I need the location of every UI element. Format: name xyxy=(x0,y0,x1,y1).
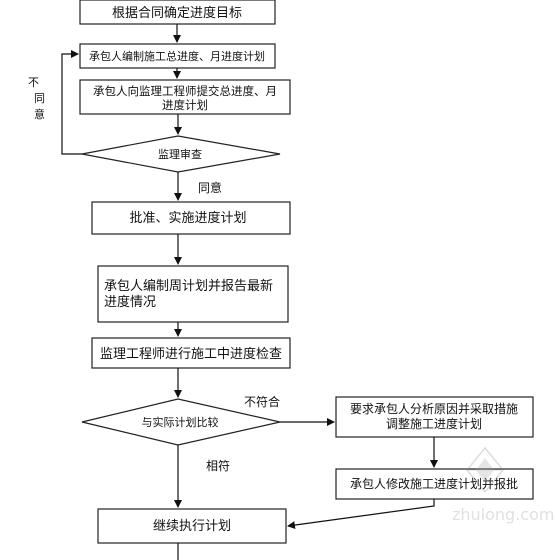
svg-text:承包人编制施工总进度、月进度计划: 承包人编制施工总进度、月进度计划 xyxy=(89,49,265,63)
label-reject-3: 意 xyxy=(34,107,45,121)
node-compile-plan: 承包人编制施工总进度、月进度计划 xyxy=(79,43,276,69)
node-revise-submit: 承包人修改施工进度计划并报批 xyxy=(335,468,534,500)
node-progress-check: 监理工程师进行施工中进度检查 xyxy=(91,337,291,369)
label-not-match: 不符合 xyxy=(244,394,280,409)
svg-text:承包人修改施工进度计划并报批: 承包人修改施工进度计划并报批 xyxy=(350,476,518,491)
node-continue: 继续执行计划 xyxy=(97,508,287,544)
arrow-revise-to-continue xyxy=(287,499,435,530)
label-agree: 同意 xyxy=(198,180,222,195)
watermark-logo-icon xyxy=(466,446,504,494)
svg-text:监理工程师进行施工中进度检查: 监理工程师进行施工中进度检查 xyxy=(100,346,282,362)
svg-text:zhulong.com: zhulong.com xyxy=(452,505,554,524)
node-target: 根据合同确定进度目标 xyxy=(79,0,276,25)
watermark: zhulong.com xyxy=(452,446,554,524)
svg-text:批准、实施进度计划: 批准、实施进度计划 xyxy=(129,210,246,226)
node-analyze-adjust: 要求承包人分析原因并采取措施 调整施工进度计划 xyxy=(335,396,534,438)
arrow-review-reject-loop xyxy=(61,50,82,155)
svg-text:进度情况: 进度情况 xyxy=(104,294,156,310)
svg-text:与实际计划比较: 与实际计划比较 xyxy=(142,415,219,429)
svg-text:调整施工进度计划: 调整施工进度计划 xyxy=(386,416,482,431)
svg-text:监理审查: 监理审查 xyxy=(158,147,202,161)
node-weekly-plan: 承包人编制周计划并报告最新 进度情况 xyxy=(97,265,289,323)
node-approve-implement: 批准、实施进度计划 xyxy=(91,201,291,235)
node-submit-plan: 承包人向监理工程师提交总进度、月 进度计划 xyxy=(79,79,291,115)
label-match: 相符 xyxy=(206,458,230,473)
svg-text:承包人编制周计划并报告最新: 承包人编制周计划并报告最新 xyxy=(104,278,273,294)
label-reject-2: 同 xyxy=(34,92,45,105)
label-reject-1: 不 xyxy=(28,76,39,89)
connectors xyxy=(61,24,438,560)
svg-text:进度计划: 进度计划 xyxy=(162,98,208,112)
svg-text:承包人向监理工程师提交总进度、月: 承包人向监理工程师提交总进度、月 xyxy=(93,84,277,98)
decision-supervisor-review: 监理审查 xyxy=(81,135,281,173)
svg-text:要求承包人分析原因并采取措施: 要求承包人分析原因并采取措施 xyxy=(350,402,518,416)
svg-text:根据合同确定进度目标: 根据合同确定进度目标 xyxy=(112,5,242,21)
svg-text:继续执行计划: 继续执行计划 xyxy=(153,519,231,534)
